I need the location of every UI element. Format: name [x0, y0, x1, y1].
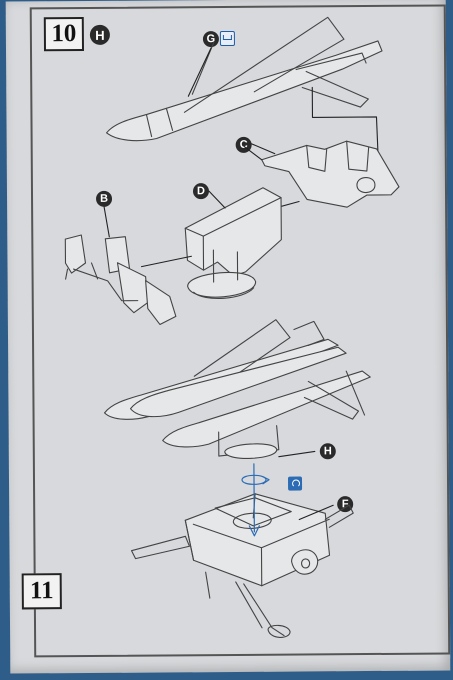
assembly-arrow	[241, 450, 334, 537]
assembly-drawing	[64, 16, 400, 638]
trailer-f-illustration	[130, 493, 354, 638]
launcher-rail-c-illustration	[244, 140, 400, 211]
instruction-sheet: 10 H G C D B H F 11	[5, 0, 451, 674]
pedestal-d-illustration	[140, 187, 282, 300]
missile-g-illustration	[106, 16, 386, 184]
missile-cluster-illustration	[103, 319, 371, 459]
bracket-b-illustration	[64, 234, 177, 326]
